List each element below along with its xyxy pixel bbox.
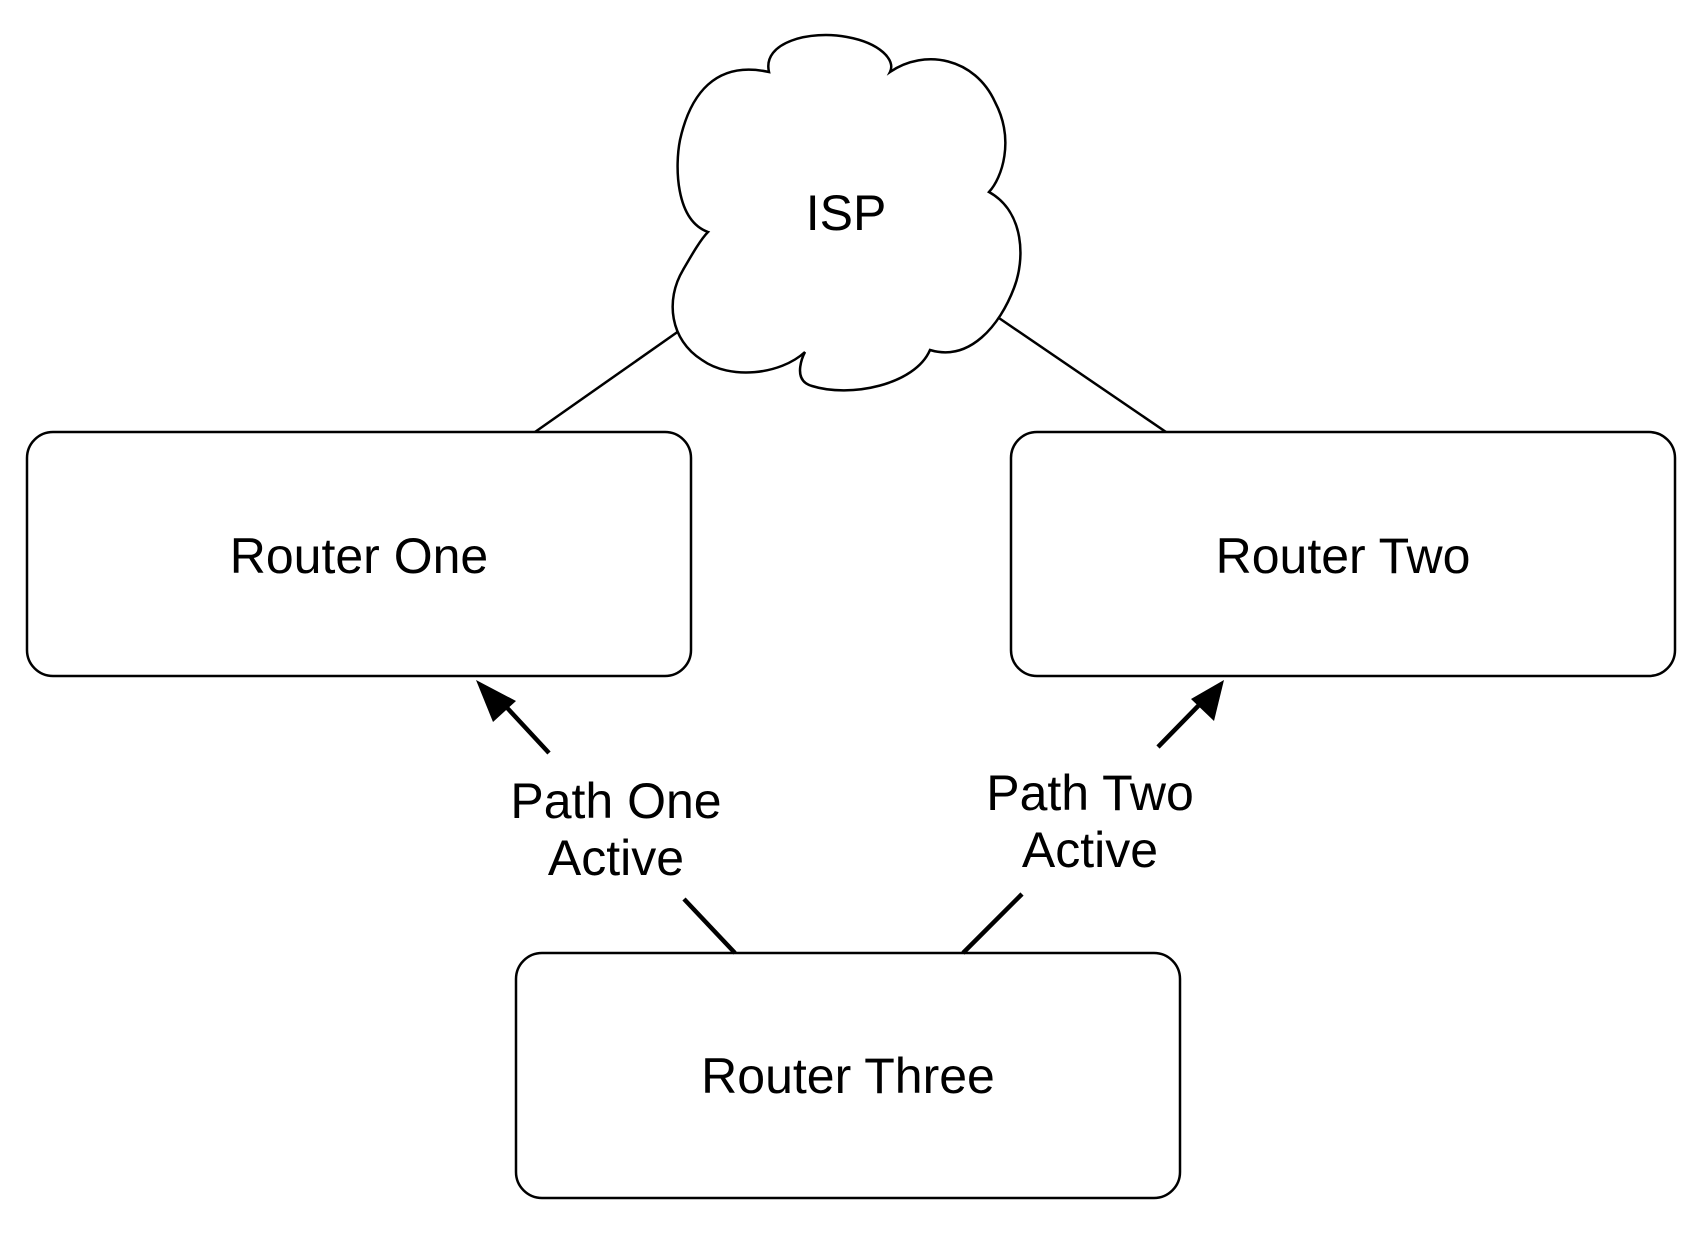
path-two-edge[interactable]: Path Two Active [961, 680, 1224, 955]
path-two-line-lower [961, 892, 1024, 955]
router-two-node[interactable]: Router Two [1009, 430, 1677, 678]
cloud-icon [671, 33, 1022, 392]
path-two-label-line2: Active [1022, 822, 1158, 878]
path-two-line-upper [1156, 699, 1205, 749]
path-two-arrowhead [1191, 680, 1224, 721]
link-isp-router-two [995, 314, 1167, 434]
isp-label: ISP [806, 185, 887, 241]
router-three-label: Router Three [701, 1048, 995, 1104]
path-one-line-lower [682, 897, 737, 955]
link-isp-router-one [534, 324, 687, 434]
router-one-label: Router One [230, 528, 488, 584]
isp-cloud[interactable]: ISP [671, 33, 1022, 392]
path-one-label-line2: Active [548, 830, 684, 886]
router-two-box [1009, 430, 1677, 678]
router-one-box [25, 430, 693, 678]
path-one-arrowhead [476, 680, 516, 722]
path-one-label-line1: Path One [510, 773, 721, 829]
router-two-label: Router Two [1216, 528, 1471, 584]
router-one-node[interactable]: Router One [25, 430, 693, 678]
router-three-node[interactable]: Router Three [514, 951, 1182, 1200]
router-three-box [514, 951, 1182, 1200]
path-one-edge[interactable]: Path One Active [476, 680, 737, 955]
path-two-label-line1: Path Two [986, 765, 1194, 821]
